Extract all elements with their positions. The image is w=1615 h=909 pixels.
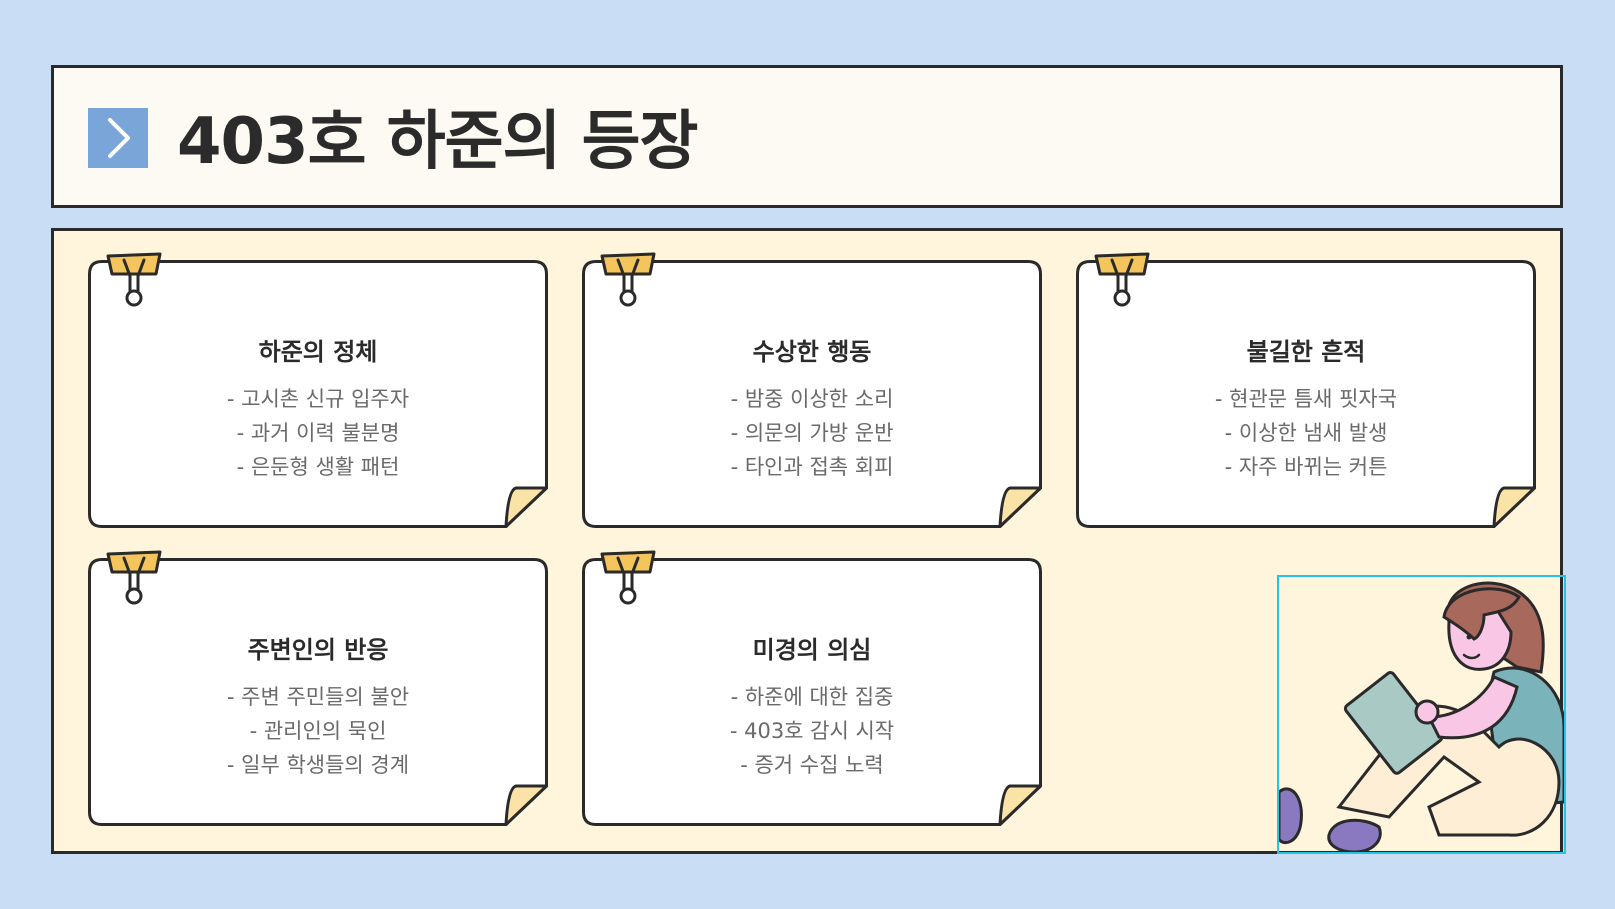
card-line: - 이상한 냄새 발생 <box>1224 421 1388 445</box>
note-paper <box>88 260 548 528</box>
note-card: 수상한 행동 - 밤중 이상한 소리 - 의문의 가방 운반 - 타인과 접촉 회피 <box>582 252 1042 528</box>
card-title: 하준의 정체 <box>258 338 378 366</box>
woman-reading-illustration <box>1277 575 1566 854</box>
note-paper <box>582 558 1042 826</box>
note-card: 주변인의 반응 - 주변 주민들의 불안 - 관리인의 묵인 - 일부 학생들의 경… <box>88 550 548 826</box>
card-line: - 일부 학생들의 경계 <box>226 753 410 777</box>
card-title: 불길한 흔적 <box>1246 338 1366 366</box>
binder-clip-icon <box>600 252 656 307</box>
card-line: - 타인과 접촉 회피 <box>730 455 894 479</box>
card-line: - 현관문 틈새 핏자국 <box>1214 387 1398 411</box>
card-body: - 주변 주민들의 불안 - 관리인의 묵인 - 일부 학생들의 경계 <box>88 680 548 782</box>
card-line: - 자주 바뀌는 커튼 <box>1224 455 1388 479</box>
chevron-right-icon <box>88 108 148 168</box>
note-paper <box>1076 260 1536 528</box>
binder-clip-icon <box>600 550 656 605</box>
header-bar: 403호 하준의 등장 <box>51 65 1563 208</box>
card-title: 주변인의 반응 <box>247 636 389 664</box>
note-paper <box>88 558 548 826</box>
note-card: 미경의 의심 - 하준에 대한 집중 - 403호 감시 시작 - 증거 수집 노력 <box>582 550 1042 826</box>
card-body: - 현관문 틈새 핏자국 - 이상한 냄새 발생 - 자주 바뀌는 커튼 <box>1076 382 1536 484</box>
binder-clip-icon <box>1094 252 1150 307</box>
note-card: 불길한 흔적 - 현관문 틈새 핏자국 - 이상한 냄새 발생 - 자주 바뀌는 커… <box>1076 252 1536 528</box>
card-body: - 밤중 이상한 소리 - 의문의 가방 운반 - 타인과 접촉 회피 <box>582 382 1042 484</box>
card-line: - 의문의 가방 운반 <box>730 421 894 445</box>
card-title: 미경의 의심 <box>752 636 872 664</box>
note-card: 하준의 정체 - 고시촌 신규 입주자 - 과거 이력 불분명 - 은둔형 생활 패… <box>88 252 548 528</box>
binder-clip-icon <box>106 550 162 605</box>
note-paper <box>582 260 1042 528</box>
card-line: - 주변 주민들의 불안 <box>226 685 410 709</box>
card-body: - 하준에 대한 집중 - 403호 감시 시작 - 증거 수집 노력 <box>582 680 1042 782</box>
page-title: 403호 하준의 등장 <box>177 105 698 179</box>
card-title: 수상한 행동 <box>752 338 872 366</box>
card-line: - 밤중 이상한 소리 <box>730 387 894 411</box>
card-line: - 403호 감시 시작 <box>729 719 895 743</box>
card-body: - 고시촌 신규 입주자 - 과거 이력 불분명 - 은둔형 생활 패턴 <box>88 382 548 484</box>
card-line: - 과거 이력 불분명 <box>236 421 400 445</box>
card-line: - 고시촌 신규 입주자 <box>226 387 410 411</box>
card-line: - 증거 수집 노력 <box>740 753 884 777</box>
card-line: - 하준에 대한 집중 <box>730 685 894 709</box>
card-line: - 은둔형 생활 패턴 <box>236 455 400 479</box>
binder-clip-icon <box>106 252 162 307</box>
card-line: - 관리인의 묵인 <box>249 719 387 743</box>
